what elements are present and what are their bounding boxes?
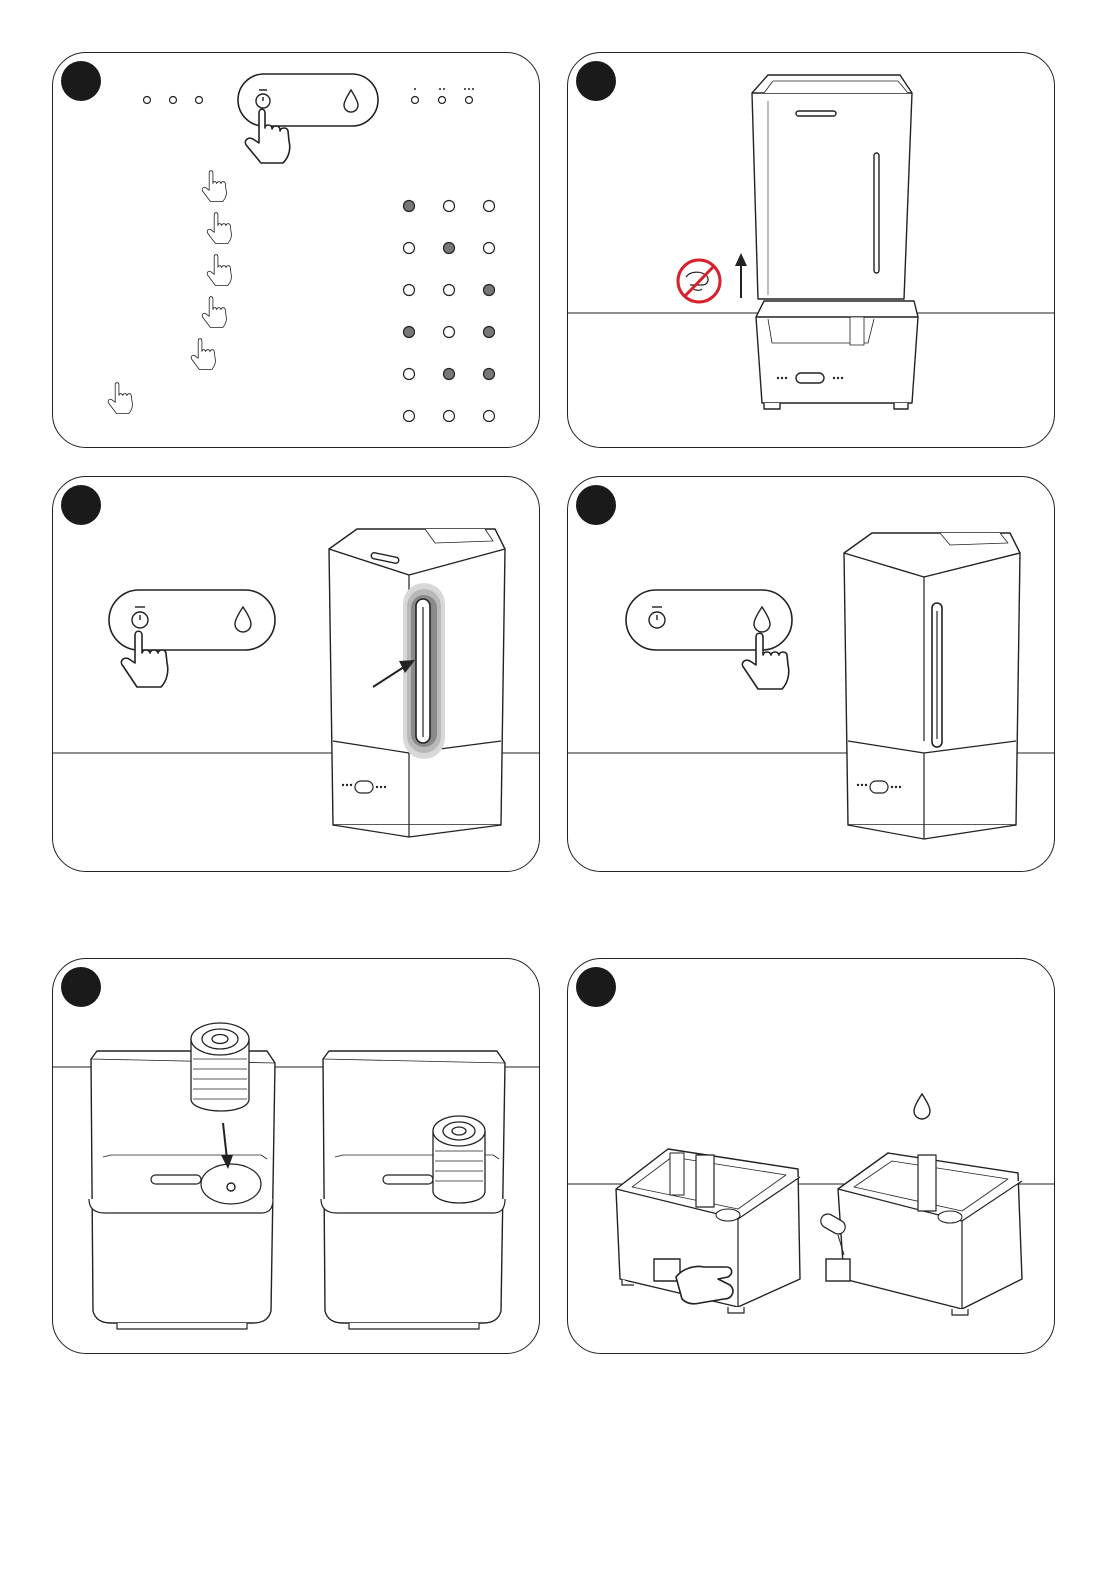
- step-1-illustration: [53, 53, 539, 447]
- base-unit-right: [838, 1153, 1022, 1315]
- step-5-illustration: [53, 959, 539, 1353]
- humidifier-unit: [844, 533, 1020, 839]
- step-6-illustration: [568, 959, 1054, 1353]
- timer-icon: [256, 90, 270, 108]
- step-1-panel: [52, 52, 540, 448]
- step-4-panel: [567, 476, 1055, 872]
- indicator-led: [484, 285, 495, 296]
- step-3-panel: [52, 476, 540, 872]
- indicator-led: [484, 369, 495, 380]
- indicator-led: [404, 327, 415, 338]
- water-drop-icon: [344, 90, 358, 112]
- press-sequence-hands: [108, 171, 231, 414]
- indicator-led: [484, 243, 495, 254]
- indicator-led: [444, 243, 455, 254]
- indicator-led: [404, 243, 415, 254]
- step-3-illustration: [53, 477, 539, 871]
- indicator-led: [444, 411, 455, 422]
- pointing-hand-icon: [245, 109, 289, 163]
- lifted-water-tank: [752, 75, 912, 299]
- step-2-panel: [567, 52, 1055, 448]
- indicator-led-grid: [404, 201, 495, 422]
- lift-arrow-icon: [735, 253, 747, 298]
- filter-cartridge-installed: [433, 1116, 485, 1203]
- humidifier-base: [756, 301, 918, 409]
- no-wet-hands-icon: [678, 260, 720, 302]
- step-5-panel: [52, 958, 540, 1354]
- indicator-led: [444, 369, 455, 380]
- indicator-led: [404, 285, 415, 296]
- indicator-led: [444, 285, 455, 296]
- water-level-window-glow: [403, 583, 445, 759]
- indicator-led: [484, 201, 495, 212]
- indicator-led: [484, 327, 495, 338]
- indicator-led: [484, 411, 495, 422]
- step-2-illustration: [568, 53, 1054, 447]
- indicator-led: [444, 327, 455, 338]
- filter-cartridge-icon: [191, 1023, 249, 1111]
- indicator-led: [404, 411, 415, 422]
- indicator-led: [444, 201, 455, 212]
- step-6-panel: [567, 958, 1055, 1354]
- pointing-hand-icon: [676, 1266, 733, 1303]
- water-drop-icon: [914, 1094, 930, 1119]
- step-4-illustration: [568, 477, 1054, 871]
- indicator-led: [404, 369, 415, 380]
- indicator-led: [404, 201, 415, 212]
